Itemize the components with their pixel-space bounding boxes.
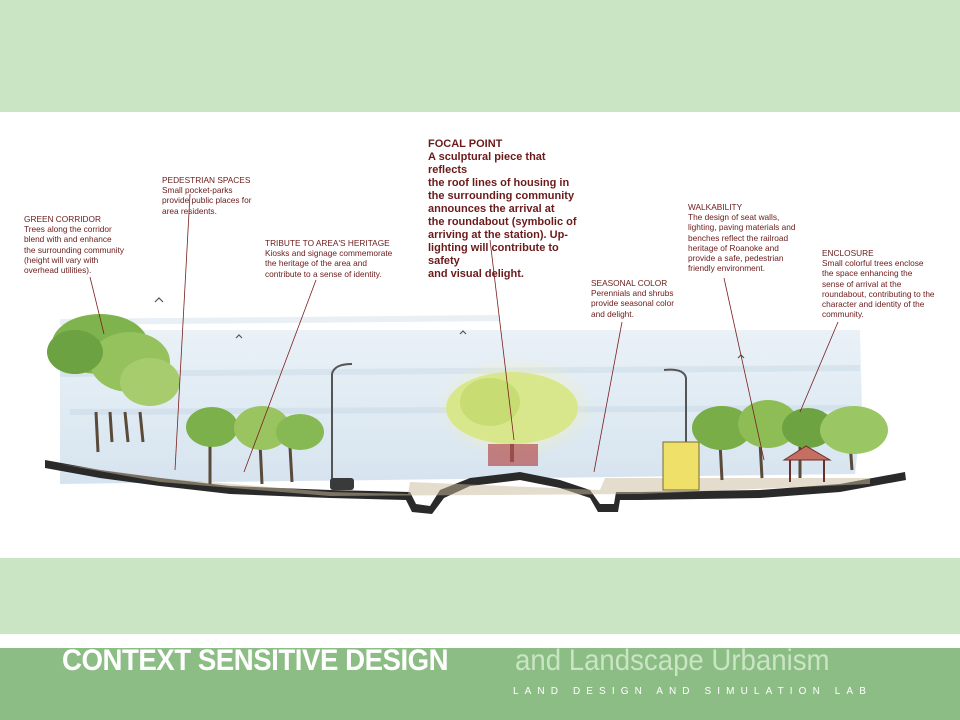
leader-seasonal-color [593, 321, 623, 473]
annotation-heading: FOCAL POINT [428, 138, 503, 150]
leader-enclosure [799, 321, 839, 413]
annotation-tribute: TRIBUTE TO AREA'S HERITAGE Kiosks and si… [265, 238, 415, 279]
street-light-right [663, 368, 687, 478]
annotation-heading: PEDESTRIAN SPACES [162, 175, 251, 185]
annotation-seasonal-color: SEASONAL COLOR Perennials and shrubs pro… [591, 278, 701, 319]
footer-band [0, 648, 960, 720]
focal-tree [446, 372, 578, 466]
annotation-heading: GREEN CORRIDOR [24, 214, 101, 224]
top-band [0, 0, 960, 112]
footer-title-main: CONTEXT SENSITIVE DESIGN [62, 644, 449, 677]
birds [154, 297, 745, 359]
pavilion [782, 445, 832, 461]
annotation-heading: TRIBUTE TO AREA'S HERITAGE [265, 238, 390, 248]
annotation-heading: WALKABILITY [688, 202, 743, 212]
annotation-heading: ENCLOSURE [822, 248, 874, 258]
annotation-green-corridor: GREEN CORRIDOR Trees along the corridor … [24, 214, 164, 275]
annotation-heading: SEASONAL COLOR [591, 278, 668, 288]
kiosk [662, 441, 700, 491]
section-illustration [45, 193, 906, 514]
footer-lab-name: LAND DESIGN AND SIMULATION LAB [513, 686, 872, 697]
annotation-focal-point: FOCAL POINT A sculptural piece that refl… [428, 138, 577, 280]
annotation-pedestrian-spaces: PEDESTRIAN SPACES Small pocket-parks pro… [162, 175, 282, 216]
leader-walkability [723, 277, 765, 461]
car [330, 478, 354, 490]
leader-pedestrian-spaces [174, 193, 191, 471]
street-section-drawing: GREEN CORRIDOR Trees along the corridor … [0, 112, 960, 558]
leader-lines [89, 193, 839, 473]
corridor-trees [47, 314, 180, 453]
leader-green-corridor [89, 276, 105, 335]
footer-title-sub: and Landscape Urbanism [515, 644, 830, 677]
enclosure-trees [692, 400, 888, 481]
leader-focal-point [489, 239, 515, 441]
middle-band [0, 558, 960, 634]
annotation-enclosure: ENCLOSURE Small colorful trees enclose t… [822, 248, 958, 319]
street-light-left [331, 363, 353, 482]
pocket-park-trees [186, 406, 324, 485]
ground-section [45, 460, 906, 514]
leader-tribute [243, 279, 317, 473]
annotation-walkability: WALKABILITY The design of seat walls, li… [688, 202, 818, 273]
